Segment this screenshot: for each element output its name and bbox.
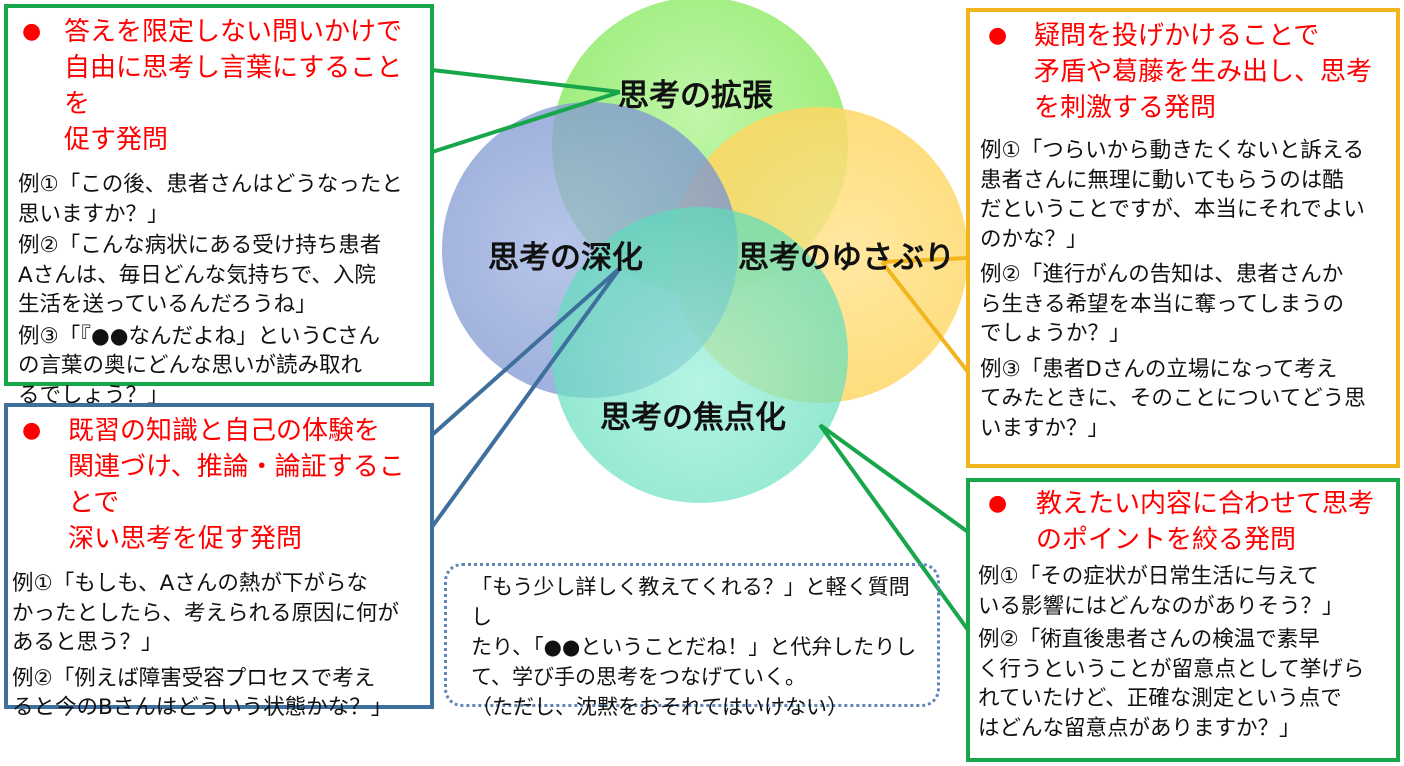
focus-example-1: 例①「その症状が日常生活に与えて いる影響にはどんなのがありそう？」 (978, 564, 1344, 619)
shake-example-2: 例②「進行がんの告知は、患者さんか ら生きる希望を本当に奪ってしまうの でしょう… (980, 262, 1344, 346)
connector-expand-2 (431, 68, 621, 94)
expand-example-1: 例①「この後、患者さんはどうなったと 思いますか？」 (18, 172, 403, 227)
deepen-example-1: 例①「もしも、Aさんの熱が下がらな かったとしたら、考えられる原因に何が あると… (12, 571, 400, 655)
shake-heading: ● 疑問を投げかけることで 矛盾や葛藤を生み出し、思考 を刺激する発問 (980, 18, 1390, 126)
deepen-question-box: ● 既習の知識と自己の体験を 関連づけ、推論・論証することで 深い思考を促す発問… (4, 403, 434, 720)
focus-question-box: ● 教えたい内容に合わせて思考 のポイントを絞る発問 例①「その症状が日常生活に… (966, 478, 1400, 762)
shake-question-box: ● 疑問を投げかけることで 矛盾や葛藤を生み出し、思考 を刺激する発問 例①「つ… (966, 8, 1400, 468)
connector-shake-2 (880, 260, 970, 374)
circle-focus (552, 207, 848, 503)
facilitation-note: 「もう少し詳しく教えてくれる？」と軽く質問し たり、「●●ということだね！」と代… (444, 563, 940, 719)
focus-example-2: 例②「術直後患者さんの検温で素早 く行うということが留意点として挙げら れていた… (978, 627, 1365, 741)
deepen-heading: ● 既習の知識と自己の体験を 関連づけ、推論・論証することで 深い思考を促す発問 (12, 413, 424, 557)
expand-example-3: 例③「『●●なんだよね」というCさん の言葉の奥にどんな思いが読み取れ るでしょ… (18, 323, 381, 408)
deepen-example-2: 例②「例えば障害受容プロセスで考え ると今のBさんはどういう状態かな？」 (12, 665, 393, 721)
bullet-icon: ● (22, 418, 42, 443)
expand-heading-text: 答えを限定しない問いかけで 自由に思考し言葉にすることを 促す発問 (64, 17, 403, 155)
deepen-heading-text: 既習の知識と自己の体験を 関連づけ、推論・論証することで 深い思考を促す発問 (68, 416, 405, 554)
connector-focus-2 (818, 423, 970, 632)
circle-label-expand: 思考の拡張 (618, 78, 773, 114)
shake-heading-text: 疑問を投げかけることで 矛盾や葛藤を生み出し、思考 を刺激する発問 (1034, 21, 1373, 123)
circle-label-focus: 思考の焦点化 (600, 400, 786, 436)
expand-example-2: 例②「こんな病状にある受け持ち患者 Aさんは、毎日どんな気持ちで、入院 生活を送… (18, 233, 382, 317)
bullet-icon: ● (988, 491, 1008, 516)
expand-question-box: ● 答えを限定しない問いかけで 自由に思考し言葉にすることを 促す発問 例①「こ… (4, 4, 434, 408)
circle-label-deepen: 思考の深化 (488, 240, 643, 276)
connector-deepen (430, 266, 622, 529)
connector-deepen-2 (430, 266, 622, 437)
shake-example-3: 例③「患者Dさんの立場になって考え てみたときに、そのことについてどう思 います… (980, 356, 1366, 441)
shake-example-1: 例①「つらいから動きたくないと訴える 患者さんに無理に動いてもらうのは酷 だとい… (980, 138, 1365, 252)
focus-heading-text: 教えたい内容に合わせて思考 のポイントを絞る発問 (1036, 489, 1375, 555)
circle-label-shake: 思考のゆさぶり (738, 240, 955, 276)
expand-heading: ● 答えを限定しない問いかけで 自由に思考し言葉にすることを 促す発問 (18, 14, 422, 158)
connector-focus (818, 423, 970, 534)
bullet-icon: ● (988, 23, 1008, 48)
focus-heading: ● 教えたい内容に合わせて思考 のポイントを絞る発問 (978, 486, 1390, 558)
connector-shake (881, 256, 969, 264)
connector-expand (431, 90, 621, 154)
bullet-icon: ● (22, 19, 42, 44)
